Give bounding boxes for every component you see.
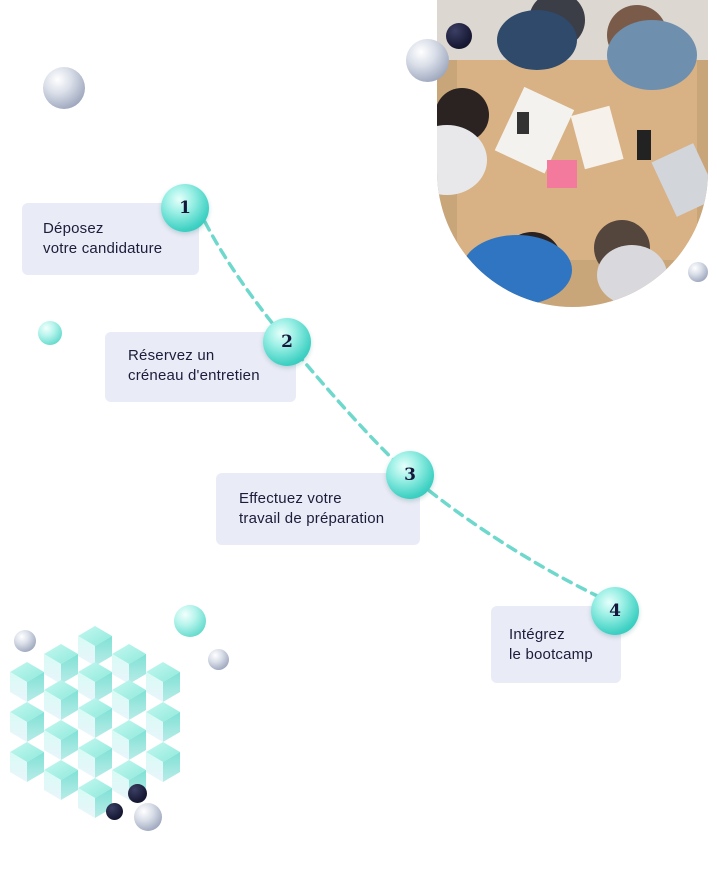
step-card-2: Réservez un créneau d'entretien <box>105 332 296 402</box>
step-4-badge: 4 <box>591 587 639 635</box>
step-3-badge: 3 <box>386 451 434 499</box>
step-4-line-2: le bootcamp <box>509 646 593 663</box>
step-3-line-2: travail de préparation <box>239 510 385 527</box>
decorative-sphere <box>174 605 206 637</box>
cube-cluster-illustration <box>10 626 180 818</box>
decorative-sphere <box>406 39 449 82</box>
step-2-badge: 2 <box>263 318 311 366</box>
decorative-sphere <box>106 803 123 820</box>
decorative-sphere <box>128 784 147 803</box>
step-card-3: Effectuez votre travail de préparation <box>216 473 420 545</box>
step-1-line-2: votre candidature <box>43 240 163 257</box>
step-4-line-1: Intégrez <box>509 626 565 643</box>
decorative-sphere <box>688 262 708 282</box>
step-2-line-1: Réservez un <box>128 347 215 364</box>
decorative-sphere <box>134 803 162 831</box>
decorative-sphere <box>208 649 229 670</box>
step-card-1: Déposez votre candidature <box>22 203 199 275</box>
step-1-badge: 1 <box>161 184 209 232</box>
step-1-line-1: Déposez <box>43 220 104 237</box>
step-2-line-2: créneau d'entretien <box>128 367 260 384</box>
team-meeting-photo <box>437 0 708 307</box>
step-3-line-1: Effectuez votre <box>239 490 342 507</box>
decorative-sphere <box>38 321 62 345</box>
decorative-sphere <box>43 67 85 109</box>
decorative-sphere <box>14 630 36 652</box>
decorative-sphere <box>446 23 472 49</box>
